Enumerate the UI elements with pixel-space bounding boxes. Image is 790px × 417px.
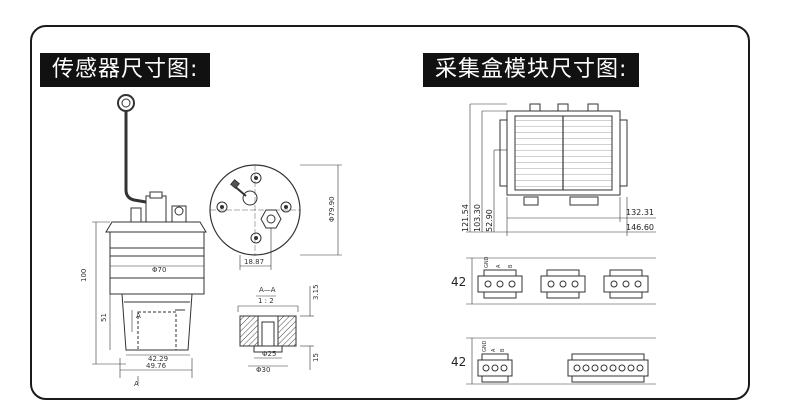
dim-section-height-2: 15 — [312, 353, 320, 362]
dim-body-width: Φ70 — [152, 266, 166, 274]
sensor-body — [109, 231, 205, 295]
module-dimension-title: 采集盒模块尺寸图: — [423, 53, 640, 87]
sensor-base — [121, 293, 193, 351]
terminal-label-gnd: GND — [484, 256, 490, 268]
dim-lower-height: 51 — [100, 313, 108, 322]
sensor-dimension-title: 传感器尺寸图: — [40, 53, 211, 87]
terminal-label-b-2: B — [500, 348, 506, 352]
dim-terminal-height-1: 42 — [451, 275, 466, 289]
terminal-label-a: A — [496, 264, 502, 268]
dim-module-height-2: 103.30 — [473, 204, 482, 232]
dim-total-height: 100 — [80, 269, 88, 282]
terminal-label-a-2: A — [491, 348, 497, 352]
section-scale: 1 : 2 — [258, 297, 274, 305]
terminal-label-b: B — [508, 264, 514, 268]
sensor-cable — [124, 111, 147, 204]
dim-base-width-1: 42.29 — [148, 355, 168, 363]
dim-base-width-2: 49.76 — [146, 362, 167, 370]
dim-terminal-height-2: 42 — [451, 355, 466, 369]
dim-module-height-1: 121.54 — [461, 204, 470, 232]
terminal-label-gnd-2: GND — [482, 340, 488, 352]
module-top-view — [466, 103, 656, 236]
sensor-top-view — [209, 164, 342, 270]
sensor-side-view — [92, 94, 207, 384]
section-label-a-top: A — [136, 312, 141, 320]
section-title: A—A — [259, 286, 276, 294]
cable-ring — [117, 94, 135, 112]
terminal-row-bottom — [466, 337, 656, 385]
dim-section-height-1: 3.15 — [312, 284, 320, 300]
dim-top-offset: 18.87 — [244, 258, 264, 266]
dim-module-width-1: 132.31 — [626, 208, 654, 217]
dim-section-top: Φ25 — [262, 350, 276, 358]
section-view — [237, 286, 314, 370]
dim-section-bottom: Φ30 — [256, 366, 270, 374]
dim-module-height-3: 52.90 — [485, 209, 494, 232]
terminal-row-top — [466, 257, 656, 305]
dim-module-width-2: 146.60 — [626, 223, 654, 232]
section-label-a-bottom: A — [134, 380, 139, 388]
dim-top-diameter: Φ79.90 — [328, 196, 336, 222]
